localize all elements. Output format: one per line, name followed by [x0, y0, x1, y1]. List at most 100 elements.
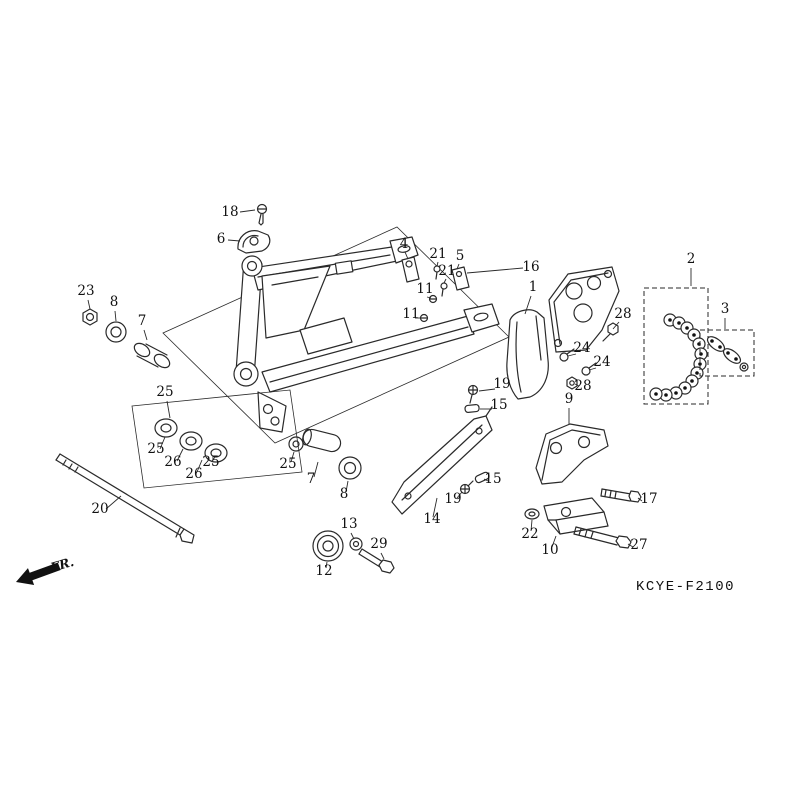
screw-19-top: [467, 384, 479, 404]
leader-line-21: [436, 261, 439, 267]
chain-guide-bracket: [548, 266, 620, 353]
part-label-3: 3: [721, 301, 730, 317]
leader-line-19: [456, 491, 463, 499]
part-label-20: 20: [91, 501, 108, 517]
part-label-1: 1: [529, 279, 538, 295]
leader-line-26: [176, 448, 184, 462]
leader-line-8: [345, 480, 349, 493]
chain-guide-holder-9: [535, 423, 609, 485]
leader-line-10: [551, 535, 557, 548]
bearing-8-right: [338, 456, 362, 480]
part-label-25: 25: [279, 456, 296, 472]
screw-19-bottom: [459, 480, 474, 495]
part-label-5: 5: [456, 248, 465, 264]
guide-block-10: [543, 497, 609, 535]
part-label-27: 27: [630, 537, 647, 553]
part-label-17: 17: [640, 491, 657, 507]
leader-line-11: [426, 296, 432, 299]
leader-line-28: [612, 321, 620, 330]
part-label-13: 13: [340, 516, 357, 532]
leader-line-7: [143, 329, 148, 341]
part-label-23: 23: [77, 283, 94, 299]
part-label-21: 21: [438, 263, 455, 279]
leader-line-7: [313, 461, 319, 478]
leader-line-24: [567, 353, 577, 357]
leader-line-4: [404, 251, 409, 260]
swingarm: [233, 236, 500, 452]
collar-7-right: [302, 428, 342, 453]
leader-line-28: [574, 383, 580, 387]
leader-line-25: [211, 456, 216, 462]
bolt-17: [600, 488, 642, 503]
chain-guard-plate-1: [506, 309, 549, 400]
part-label-25: 25: [202, 454, 219, 470]
part-label-25: 25: [147, 441, 164, 457]
leader-line-17: [637, 497, 643, 502]
part-label-14: 14: [423, 511, 440, 527]
chain-box: [643, 287, 709, 405]
leader-line-5: [456, 263, 460, 270]
washer-13: [349, 537, 363, 551]
part-label-19: 19: [444, 491, 461, 507]
part-label-9: 9: [565, 391, 574, 407]
chain-guide-plates-4-5-21-11: [401, 256, 470, 323]
part-label-28: 28: [574, 378, 591, 394]
leader-line-18: [239, 209, 256, 213]
clip-15-top: [464, 403, 480, 414]
leader-line-25: [159, 436, 166, 450]
part-label-28: 28: [614, 306, 631, 322]
bolt-29: [358, 548, 395, 574]
part-label-29: 29: [370, 536, 387, 552]
chain-joint-box: [699, 329, 755, 377]
part-label-4: 4: [400, 236, 409, 252]
chain-slider-14: [391, 406, 493, 515]
leader-line-27: [627, 543, 634, 548]
diagram-code: KCYE-F2100: [636, 579, 735, 595]
bolt-27: [573, 526, 632, 549]
part-label-11: 11: [416, 281, 433, 297]
part-label-26: 26: [185, 466, 202, 482]
leader-line-1: [524, 295, 532, 315]
leader-line-25: [290, 451, 295, 463]
part-label-16: 16: [522, 259, 539, 275]
clip-15-bottom: [474, 471, 490, 484]
leader-line-24: [588, 367, 597, 371]
collar-22: [524, 508, 540, 520]
collar-7-left: [133, 342, 171, 369]
leader-line-13: [350, 532, 355, 540]
part-label-8: 8: [110, 294, 119, 310]
fr-direction-indicator: FR.: [16, 554, 76, 585]
part-label-2: 2: [687, 251, 696, 267]
part-label-24: 24: [573, 340, 590, 356]
fr-arrow-icon: [16, 562, 61, 585]
chain-slider-bracket-6: [237, 230, 271, 254]
part-label-10: 10: [541, 542, 558, 558]
leader-line-6: [227, 239, 241, 242]
leader-line-20: [105, 495, 122, 510]
chain-roller-12: [312, 530, 344, 562]
part-label-21: 21: [429, 246, 446, 262]
leader-line-23: [87, 299, 91, 310]
pivot-bushings-25-26: [154, 418, 228, 463]
leader-line-21: [443, 278, 447, 284]
screw-18: [256, 203, 268, 226]
part-label-11: 11: [402, 306, 419, 322]
part-label-22: 22: [521, 526, 538, 542]
bushing-set-box: [131, 389, 303, 489]
part-label-15: 15: [484, 471, 501, 487]
leader-line-25: [166, 400, 171, 419]
part-label-7: 7: [138, 313, 147, 329]
pivot-bolt-20: [55, 453, 195, 544]
leader-line-14: [432, 497, 438, 518]
leader-line-22: [530, 519, 533, 532]
fr-label: FR.: [48, 554, 76, 575]
pivot-nut-23: [82, 308, 98, 326]
part-label-7: 7: [307, 471, 316, 487]
leader-line-8: [114, 310, 117, 322]
leader-line-29: [380, 552, 385, 560]
part-label-8: 8: [340, 486, 349, 502]
part-label-18: 18: [221, 204, 238, 220]
leader-line-12: [325, 561, 328, 569]
